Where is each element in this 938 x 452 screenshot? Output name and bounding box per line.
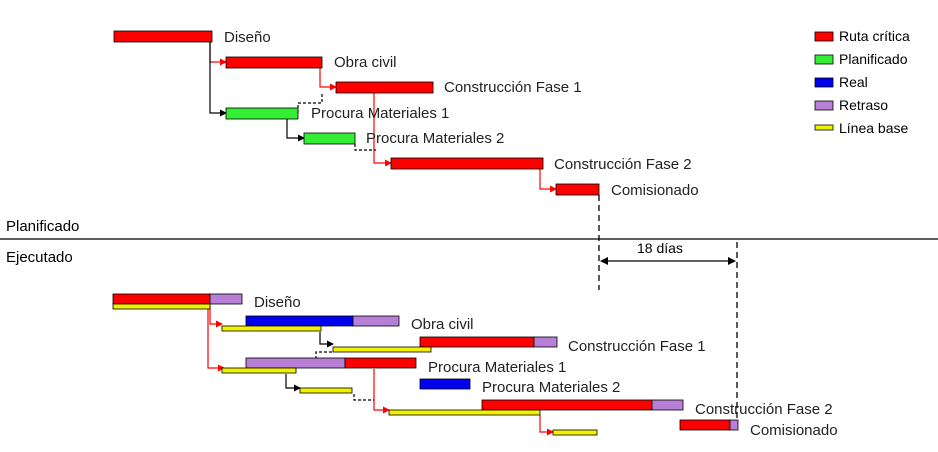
- exec-bar-comisionado: [679, 419, 731, 431]
- planned-label-procura-1: Procura Materiales 1: [311, 105, 449, 122]
- exec-link-procura-1-procura-2: [285, 374, 301, 392]
- legend-swatch-planned: [814, 54, 834, 65]
- exec-label-procura-2: Procura Materiales 2: [482, 379, 620, 396]
- exec-bar-procura-2: [419, 378, 471, 390]
- exec-link-construccion-2-comisionado: [539, 415, 554, 436]
- link-obra-civil-construccion-1: [319, 67, 337, 91]
- exec-link-procura-1-construccion-1: [315, 351, 333, 364]
- planned-bar-comisionado: [555, 183, 600, 196]
- planned-bar-procura-1: [225, 107, 299, 120]
- exec-delay-comisionado: [729, 419, 739, 431]
- planned-label-construccion-2: Construcción Fase 2: [554, 156, 692, 173]
- exec-row-procura-1: Procura Materiales 1: [221, 357, 566, 376]
- exec-row-construccion-1: Construcción Fase 1: [332, 336, 706, 355]
- exec-row-diseno: Diseño: [112, 293, 301, 311]
- exec-baseline-construccion-1: [332, 346, 432, 353]
- exec-label-procura-1: Procura Materiales 1: [428, 359, 566, 376]
- exec-delay-procura-1: [245, 357, 346, 369]
- section-label-planned: Planificado: [6, 218, 79, 235]
- exec-row-comisionado: Comisionado: [552, 419, 838, 439]
- exec-bar-procura-1: [344, 357, 417, 369]
- exec-link-diseno-procura-1: [207, 306, 225, 372]
- planned-label-construccion-1: Construcción Fase 1: [444, 79, 582, 96]
- legend-label-delay: Retraso: [839, 97, 888, 113]
- legend: Ruta crítica Planificado Real Retraso Lí…: [814, 28, 910, 136]
- executed-dependency-links: [207, 306, 554, 436]
- exec-link-obra-civil-construccion-1: [319, 332, 334, 348]
- exec-link-procura-2-construccion-2: [353, 394, 374, 401]
- exec-baseline-comisionado: [552, 429, 598, 436]
- planned-label-comisionado: Comisionado: [611, 182, 699, 199]
- planned-label-procura-2: Procura Materiales 2: [366, 130, 504, 147]
- legend-label-baseline: Línea base: [839, 120, 908, 136]
- exec-row-procura-2: Procura Materiales 2: [299, 378, 620, 396]
- exec-baseline-obra-civil: [221, 325, 322, 332]
- legend-label-actual: Real: [839, 74, 868, 90]
- link-construccion-2-comisionado: [539, 169, 557, 193]
- exec-label-comisionado: Comisionado: [750, 422, 838, 439]
- legend-swatch-actual: [814, 77, 834, 88]
- exec-bar-obra-civil: [245, 315, 354, 327]
- planned-bar-procura-2: [303, 132, 356, 145]
- exec-baseline-construccion-2: [388, 409, 541, 416]
- planned-label-obra-civil: Obra civil: [334, 54, 397, 71]
- exec-row-obra-civil: Obra civil: [221, 315, 474, 333]
- exec-link-diseno-obra-civil: [209, 306, 223, 328]
- exec-bar-diseno: [112, 293, 211, 305]
- link-diseno-procura-1: [209, 42, 227, 117]
- link-procura-2-construccion-2: [354, 144, 376, 151]
- exec-delay-construccion-1: [533, 336, 558, 348]
- link-procura-1-procura-2: [286, 118, 305, 142]
- exec-baseline-procura-2: [299, 387, 353, 394]
- exec-baseline-diseno: [112, 303, 211, 310]
- legend-swatch-delay: [814, 100, 834, 111]
- planned-bar-diseno: [113, 30, 213, 43]
- exec-link-construccion-1-construccion-2: [373, 369, 390, 414]
- legend-label-planned: Planificado: [839, 51, 908, 67]
- exec-row-construccion-2: Construcción Fase 2: [388, 399, 833, 418]
- link-construccion-1-construccion-2: [373, 92, 392, 167]
- delay-label: 18 días: [637, 240, 683, 256]
- planned-schedule: Diseño Obra civil Construcción Fase 1 Pr…: [113, 29, 699, 199]
- exec-delay-diseno: [209, 293, 243, 305]
- legend-swatch-baseline: [814, 124, 834, 131]
- planned-bar-construccion-1: [335, 81, 434, 94]
- section-label-executed: Ejecutado: [6, 249, 73, 266]
- exec-bar-construccion-2: [481, 399, 653, 411]
- exec-label-diseno: Diseño: [254, 294, 301, 311]
- exec-baseline-procura-1: [221, 367, 297, 374]
- exec-delay-construccion-2: [651, 399, 684, 411]
- legend-label-critical: Ruta crítica: [839, 28, 910, 44]
- executed-schedule: Diseño Obra civil Construcción Fase 1 Pr…: [112, 293, 838, 439]
- exec-bar-construccion-1: [419, 336, 535, 348]
- planned-bar-obra-civil: [225, 56, 323, 69]
- exec-delay-obra-civil: [352, 315, 400, 327]
- exec-label-construccion-1: Construcción Fase 1: [568, 338, 706, 355]
- exec-label-obra-civil: Obra civil: [411, 316, 474, 333]
- planned-label-diseno: Diseño: [224, 29, 271, 46]
- planned-bar-construccion-2: [390, 157, 544, 170]
- exec-label-construccion-2: Construcción Fase 2: [695, 401, 833, 418]
- legend-swatch-critical: [814, 31, 834, 42]
- delay-dimension: 18 días: [598, 195, 738, 422]
